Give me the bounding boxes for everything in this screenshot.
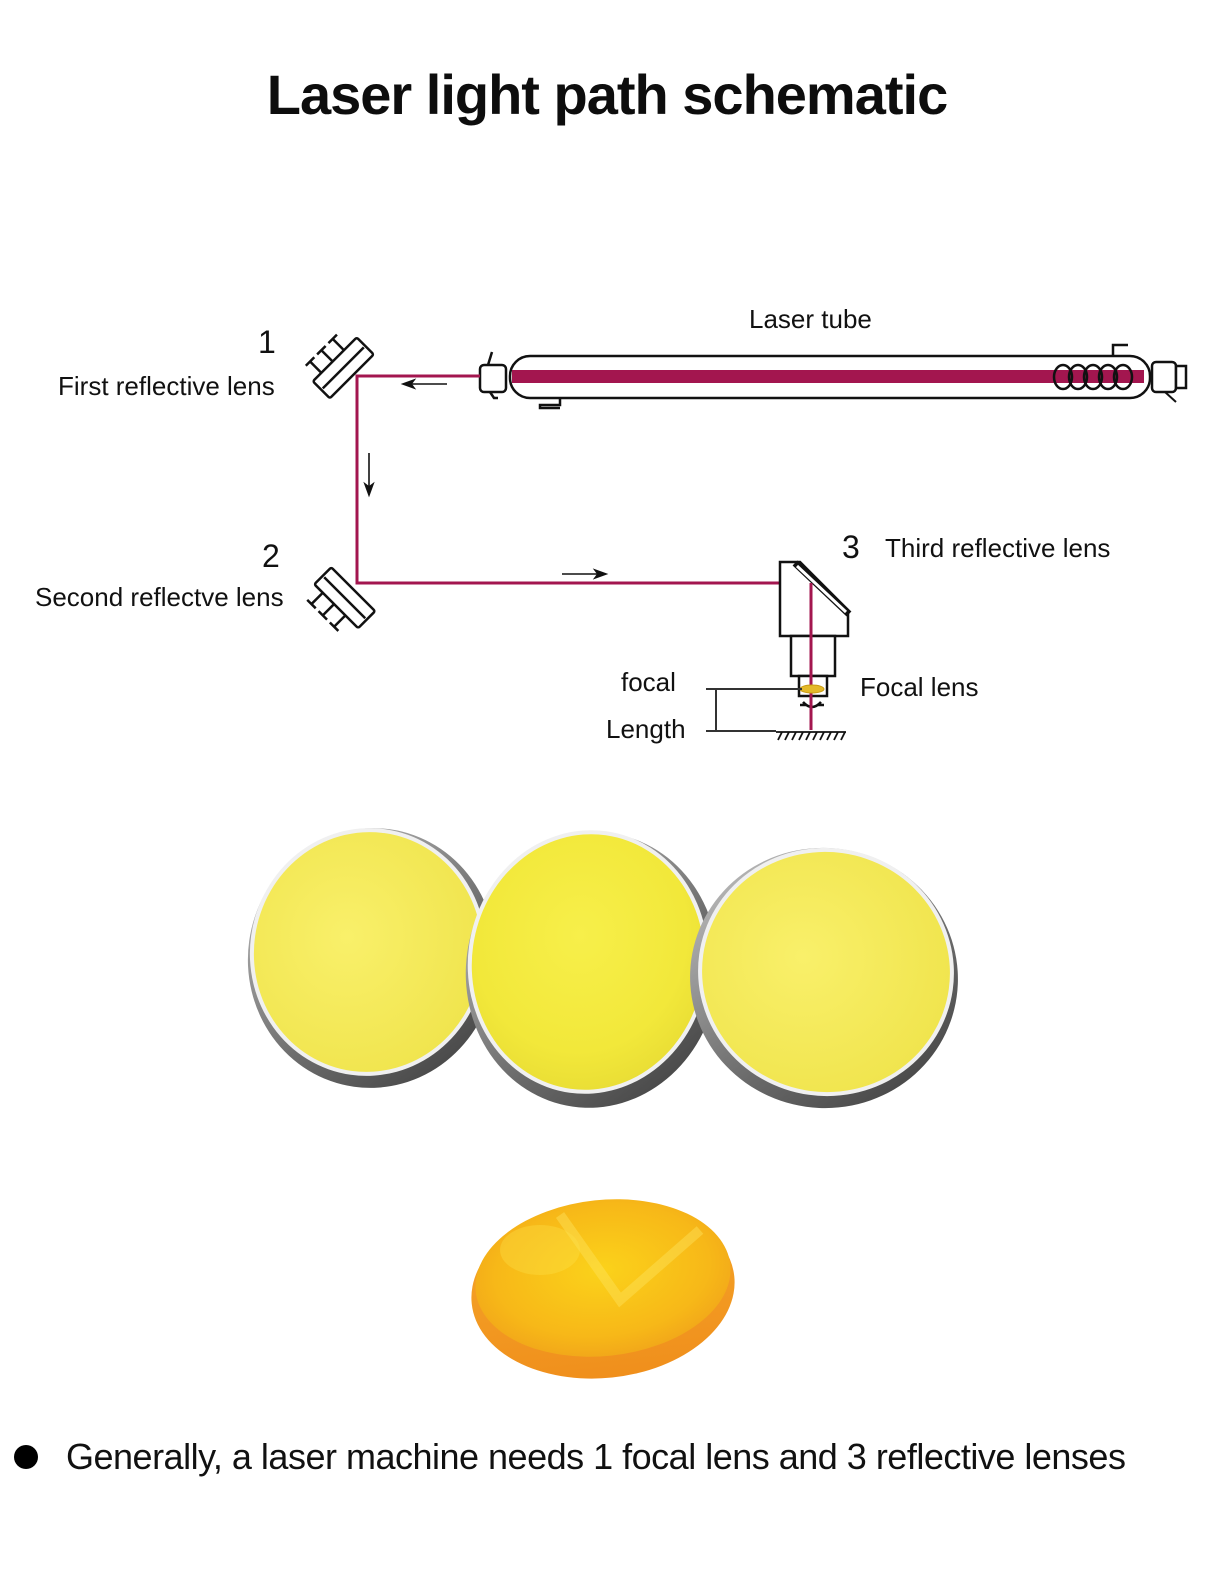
reflective-lenses-photo <box>247 828 958 1109</box>
focal-lens-label: Focal lens <box>860 672 979 702</box>
focal-lens-icon <box>799 684 825 694</box>
laser-head <box>778 560 852 709</box>
focal-length-dimension <box>706 688 802 732</box>
second-lens-number: 2 <box>262 538 280 574</box>
laser-tube <box>478 343 1188 410</box>
bullet-icon <box>14 1445 38 1469</box>
third-lens-number: 3 <box>842 529 860 565</box>
footer-note-text: Generally, a laser machine needs 1 focal… <box>66 1436 1126 1477</box>
work-surface <box>776 731 846 741</box>
laser-beam-path <box>355 374 813 730</box>
laser-tube-label: Laser tube <box>749 304 872 334</box>
first-reflective-lens-icon <box>304 333 375 399</box>
direction-arrows <box>363 378 609 580</box>
first-lens-number: 1 <box>258 324 276 360</box>
focal-lens-photo <box>471 1199 735 1379</box>
second-reflective-lens-icon <box>306 566 376 632</box>
third-lens-label: Third reflective lens <box>885 533 1111 563</box>
footer-note: Generally, a laser machine needs 1 focal… <box>14 1436 1126 1478</box>
first-lens-label: First reflective lens <box>58 371 275 401</box>
second-lens-label: Second reflectve lens <box>35 582 284 612</box>
focal-length-label-line1: focal <box>621 667 676 697</box>
focal-length-label-line2: Length <box>606 714 686 744</box>
page-title: Laser light path schematic <box>266 63 948 126</box>
